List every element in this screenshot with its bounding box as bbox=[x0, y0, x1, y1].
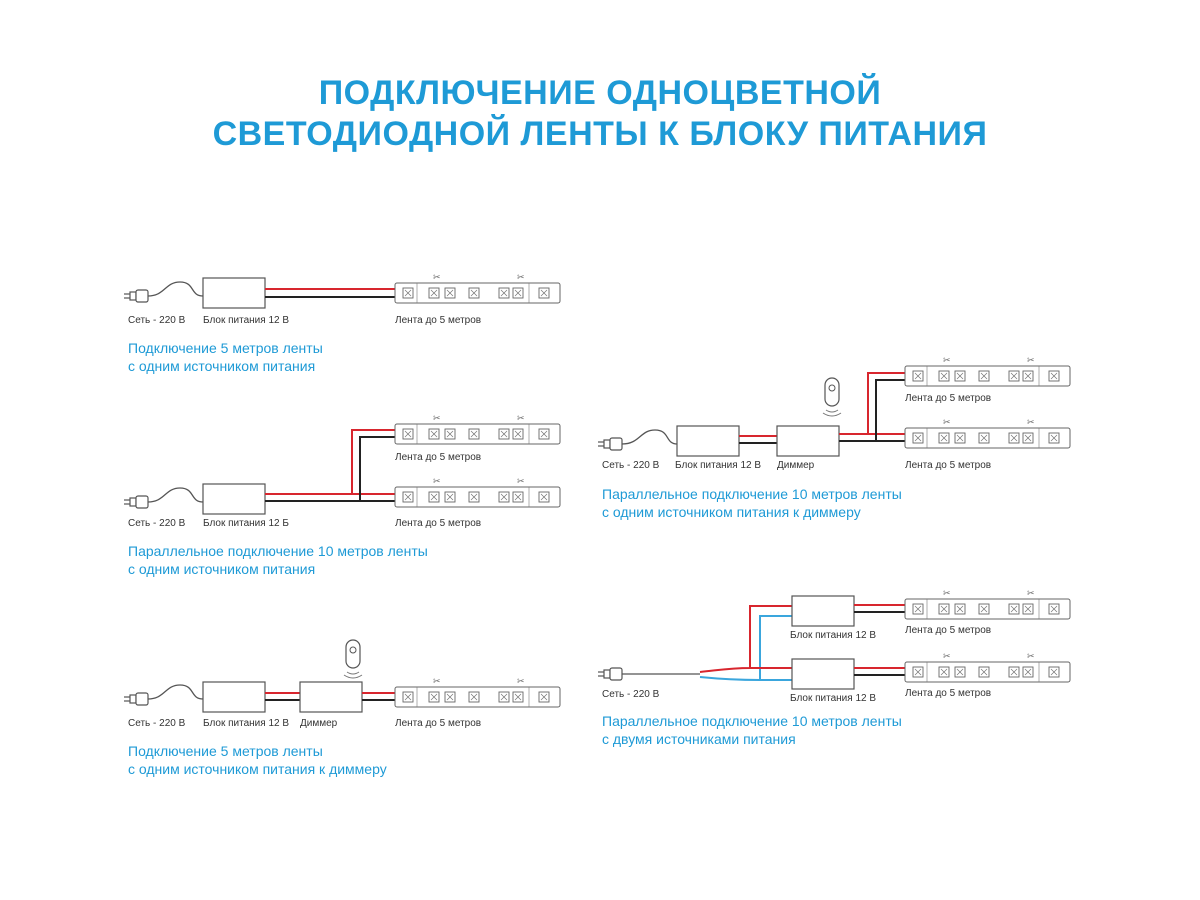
power-supply-box bbox=[202, 483, 266, 515]
caption-line-1: Подключение 5 метров ленты bbox=[128, 340, 323, 356]
psu-label: Блок питания 12 Б bbox=[203, 518, 289, 529]
caption-line-2: с двумя источниками питания bbox=[602, 731, 796, 747]
caption-line-1: Параллельное подключение 10 метров ленты bbox=[602, 486, 902, 502]
led-strip bbox=[395, 273, 560, 303]
remote-control-icon bbox=[343, 639, 363, 679]
caption-line-2: с одним источником питания bbox=[128, 561, 315, 577]
strip-top-label: Лента до 5 метров bbox=[395, 452, 481, 463]
mains-label: Сеть - 220 В bbox=[128, 718, 186, 729]
mains-label: Сеть - 220 В bbox=[602, 460, 660, 471]
strip-bottom-label: Лента до 5 метров bbox=[905, 688, 991, 699]
diagram-parallel-dimmer: Лента до 5 метров Сеть - 220 В Блок пита… bbox=[597, 356, 1070, 520]
mains-plug-icon bbox=[597, 437, 623, 451]
dimmer-label: Диммер bbox=[300, 718, 338, 729]
strip-top-label: Лента до 5 метров bbox=[905, 393, 991, 404]
caption-line-2: с одним источником питания к диммеру bbox=[128, 761, 387, 777]
caption-line-2: с одним источником питания bbox=[128, 358, 315, 374]
strip-label: Лента до 5 метров bbox=[395, 315, 481, 326]
psu-bottom-label: Блок питания 12 В bbox=[790, 693, 876, 704]
mains-plug-icon bbox=[597, 667, 623, 681]
psu-label: Блок питания 12 В bbox=[203, 718, 289, 729]
dimmer-box bbox=[299, 681, 363, 713]
led-strip bbox=[395, 677, 560, 707]
mains-plug-icon bbox=[123, 495, 149, 509]
title-line-1: ПОДКЛЮЧЕНИЕ ОДНОЦВЕТНОЙ bbox=[318, 74, 882, 112]
mains-label: Сеть - 220 В bbox=[128, 315, 186, 326]
strip-bottom-label: Лента до 5 метров bbox=[905, 460, 991, 471]
mains-label: Сеть - 220 В bbox=[128, 518, 186, 529]
power-supply-box bbox=[676, 425, 740, 457]
strip-bottom-label: Лента до 5 метров bbox=[395, 518, 481, 529]
diagram-single-strip: Сеть - 220 В Блок питания 12 В Лента до … bbox=[123, 273, 560, 374]
power-supply-box-bottom bbox=[791, 658, 855, 690]
mains-label: Сеть - 220 В bbox=[602, 689, 660, 700]
caption-line-2: с одним источником питания к диммеру bbox=[602, 504, 861, 520]
power-supply-box-top bbox=[791, 595, 855, 627]
title-line-2: СВЕТОДИОДНОЙ ЛЕНТЫ К БЛОКУ ПИТАНИЯ bbox=[212, 115, 988, 153]
caption-line-1: Параллельное подключение 10 метров ленты bbox=[602, 713, 902, 729]
diagram-parallel-two-psu: Блок питания 12 В Лента до 5 метров Сеть… bbox=[597, 589, 1070, 747]
power-supply-box bbox=[202, 277, 266, 309]
strip-label: Лента до 5 метров bbox=[395, 718, 481, 729]
dimmer-box bbox=[776, 425, 840, 457]
diagram-parallel-two-strips: Лента до 5 метров Сеть - 220 В Блок пита… bbox=[123, 414, 560, 577]
psu-label: Блок питания 12 В bbox=[675, 460, 761, 471]
power-supply-box bbox=[202, 681, 266, 713]
caption-line-1: Подключение 5 метров ленты bbox=[128, 743, 323, 759]
led-strip-bottom bbox=[905, 652, 1070, 682]
psu-top-label: Блок питания 12 В bbox=[790, 630, 876, 641]
mains-plug-icon bbox=[123, 289, 149, 303]
led-strip-top bbox=[395, 414, 560, 444]
dimmer-label: Диммер bbox=[777, 460, 815, 471]
psu-label: Блок питания 12 В bbox=[203, 315, 289, 326]
mains-plug-icon bbox=[123, 692, 149, 706]
led-strip-top bbox=[905, 589, 1070, 619]
strip-top-label: Лента до 5 метров bbox=[905, 625, 991, 636]
led-strip-top bbox=[905, 356, 1070, 386]
diagram-single-strip-dimmer: Сеть - 220 В Блок питания 12 В Диммер Ле… bbox=[123, 639, 560, 777]
caption-line-1: Параллельное подключение 10 метров ленты bbox=[128, 543, 428, 559]
led-strip-bottom bbox=[905, 418, 1070, 448]
remote-control-icon bbox=[822, 377, 842, 417]
led-strip-bottom bbox=[395, 477, 560, 507]
